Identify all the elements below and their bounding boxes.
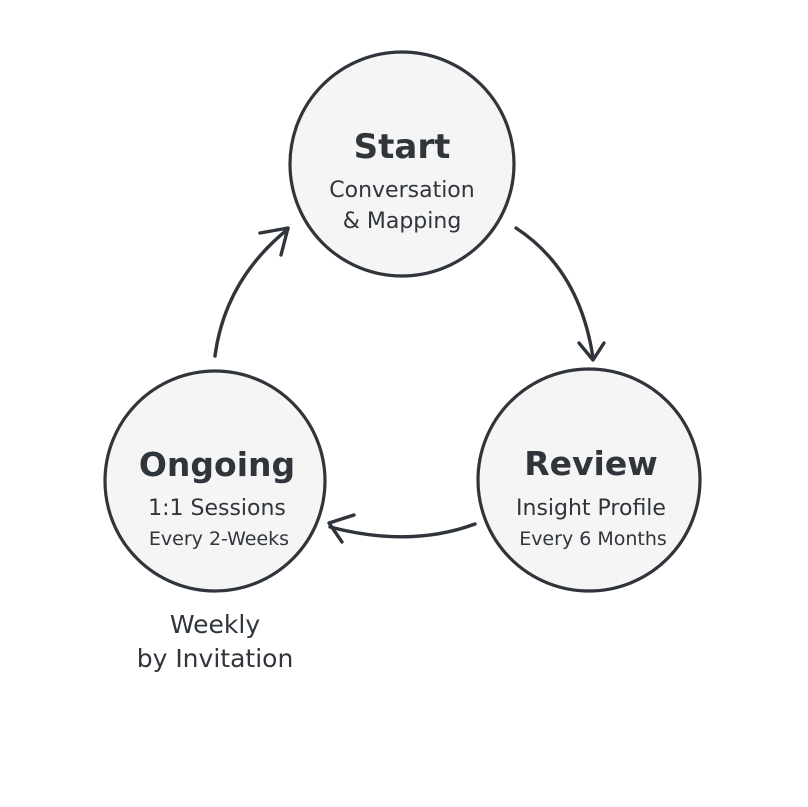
arrow-review-ongoing-curve [328,522,477,539]
node-ongoing-line-1: 1:1 Sessions [148,496,286,521]
arrow-ongoing-start-curve [213,227,290,358]
node-ongoing-title: Ongoing [139,445,295,484]
arrow-ongoing-start-head [258,226,290,257]
ongoing-note-line-1: Weekly [170,610,260,639]
node-review-line-2: Every 6 Months [519,528,667,550]
node-ongoing-circle [103,369,327,593]
arrow-start-review-head [577,341,606,362]
node-start-line-1: Conversation [329,178,474,203]
node-ongoing-line-2: Every 2-Weeks [149,528,289,550]
node-start: Start Conversation & Mapping [288,50,516,278]
arrow-start-review-curve [514,226,595,360]
node-start-line-2: & Mapping [343,209,462,234]
node-review-title: Review [524,444,657,483]
node-ongoing: Ongoing 1:1 Sessions Every 2-Weeks [103,369,327,593]
edge-review-to-ongoing [327,513,477,544]
node-start-circle [288,50,516,278]
node-review: Review Insight Profile Every 6 Months [476,367,702,593]
edge-ongoing-to-start [213,226,290,358]
ongoing-note: Weekly by Invitation [137,610,294,673]
arrow-review-ongoing-head [327,513,356,544]
node-review-circle [476,367,702,593]
node-review-line-1: Insight Profile [516,496,666,521]
node-start-title: Start [354,127,451,167]
edge-start-to-review [514,226,606,362]
ongoing-note-line-2: by Invitation [137,644,294,673]
